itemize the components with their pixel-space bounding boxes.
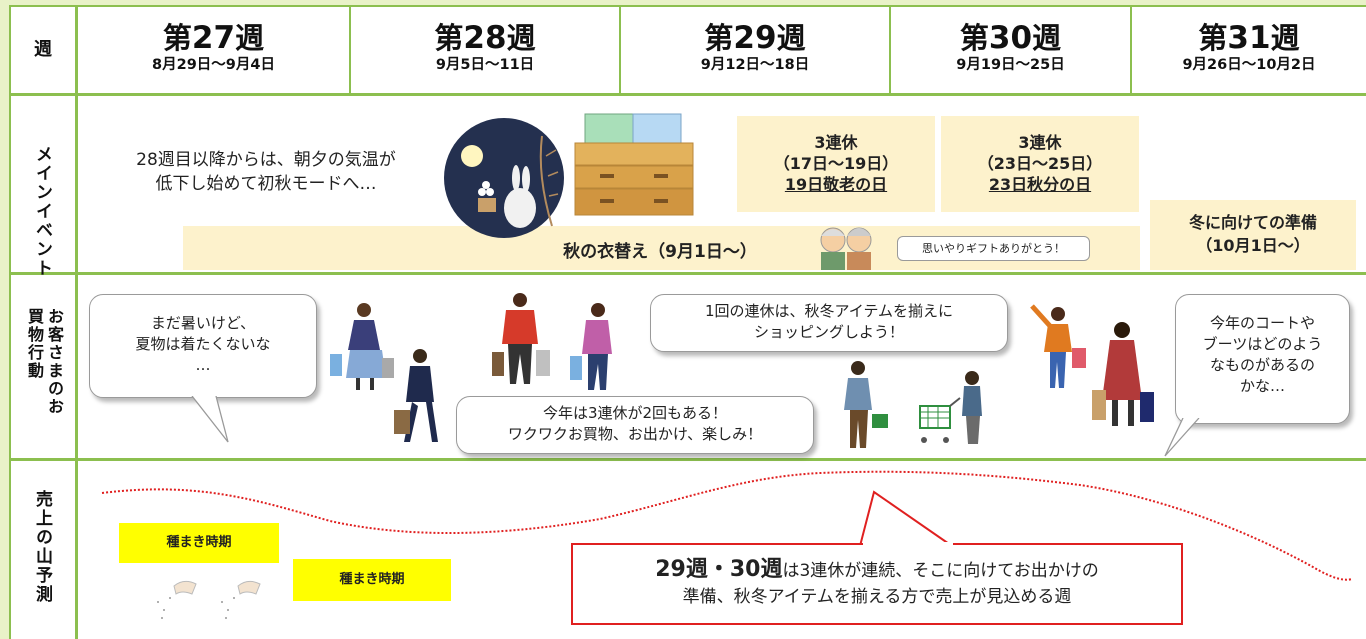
week-31-header: 第31週 9月26日～10月2日 [1132,20,1366,74]
speech-bubble-hot-weather: まだ暑いけど、 夏物は着たくないな … [89,294,317,398]
week-30-header: 第30週 9月19日～25日 [891,20,1130,74]
grid-line [9,458,1366,461]
week-title: 第27週 [162,20,265,56]
shopper-icon [570,303,612,390]
elderly-couple-icon [820,227,872,270]
row-label-shopping-behavior: お客さまのお買物行動 [25,308,64,416]
week-dates: 8月29日～9月4日 [152,57,275,73]
bubble-tail [191,396,229,443]
seed-sowing-label-week28: 種まき時期 [293,559,451,601]
holiday-2-text: 3連休 （23日～25日） 23日秋分の日 [977,133,1103,194]
holiday-box-2 [941,116,1139,212]
shopper-icon [844,361,888,448]
grid-line [349,5,351,96]
grid-line [9,93,1366,96]
callout-text-line2: 準備、秋冬アイテムを揃える方で売上が見込める週 [682,587,1072,607]
week-27-header: 第27週 8月29日～9月4日 [78,20,349,74]
week-dates: 9月12日～18日 [700,57,810,73]
row-label-sales-forecast: 売上の山予測 [32,490,52,604]
intro-text: 28週目以降からは、朝夕の気温が 低下し始めて初秋モードへ… [136,150,396,194]
seed-sowing-icon [157,580,261,619]
gift-speech-bubble: 思いやりギフトありがとう！ [897,236,1090,261]
week-29-header: 第29週 9月12日～18日 [621,20,889,74]
forecast-callout: 29週・30週は3連休が連続、そこに向けてお出かけの 準備、秋冬アイテムを揃える… [571,543,1183,625]
bubble-tail [1164,418,1200,457]
holiday-1-text: 3連休 （17日～19日） 19日敬老の日 [773,133,899,194]
shopping-cart-icon [919,371,982,444]
callout-highlight: 29週・30週 [655,557,783,582]
grid-line [889,5,891,96]
week-dates: 9月5日～11日 [435,57,535,73]
grid-line [9,5,1366,7]
speech-bubble-one-holiday: 1回の連休は、秋冬アイテムを揃えに ショッピングしよう！ [650,294,1008,352]
shopper-icon [1030,304,1086,388]
shopper-icon [330,303,394,390]
speech-bubble-three-day-weekends: 今年は3連休が2回もある！ ワクワクお買物、お出かけ、楽しみ！ [456,396,814,454]
seed-sowing-label-week27: 種まき時期 [119,523,279,563]
header-row [11,6,1366,94]
callout-text: は3連休が連続、そこに向けてお出かけの [782,561,1099,581]
moon-rabbit-icon [444,118,564,238]
week-28-header: 第28週 9月5日～11日 [351,20,619,74]
winter-prep-box [1150,200,1356,270]
shopper-icon [1092,322,1154,426]
week-title: 第28週 [434,20,536,56]
week-title: 第29週 [704,20,806,56]
grid-line [75,5,78,639]
grid-line [1130,5,1132,96]
callout-pointer [859,490,953,547]
grid-line [619,5,621,96]
grid-line [9,272,1366,275]
sales-forecast-curve [101,470,1353,581]
callout-pointer-cover [863,542,953,546]
drawer-chest-icon [574,113,694,216]
week-dates: 9月26日～10月2日 [1182,57,1316,73]
grid-line [9,5,11,639]
shopper-icon [394,349,438,442]
winter-prep-text: 冬に向けての準備 （10月1日～） [1188,213,1317,255]
shopper-icon [492,293,550,384]
week-title: 第31週 [1198,20,1300,56]
row-label-main-event: メインイベント [32,145,52,278]
week-column-label: 週 [34,39,52,60]
speech-bubble-coat-boots: 今年のコートや ブーツはどのよう なものがあるの かな… [1175,294,1350,424]
clothes-change-label: 秋の衣替え（9月1日～） [563,242,757,262]
week-title: 第30週 [959,20,1062,56]
holiday-box-1 [737,116,935,212]
week-dates: 9月19日～25日 [956,57,1065,73]
